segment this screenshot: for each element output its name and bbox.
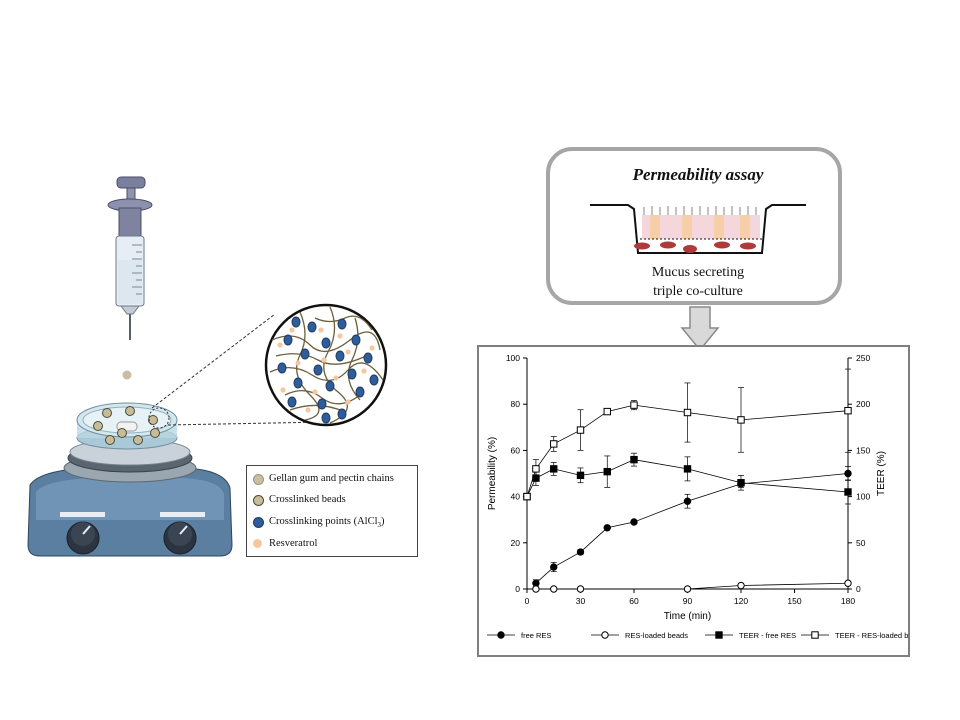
x-tick-label: 180 — [841, 596, 855, 606]
fabrication-illustration — [27, 176, 388, 557]
petri-dish-icon — [76, 402, 178, 450]
zoom-line-bottom — [167, 421, 327, 426]
data-point — [630, 401, 638, 409]
data-point — [576, 471, 585, 480]
data-point — [550, 440, 558, 448]
data-point — [630, 518, 638, 526]
y-tick-label: 100 — [506, 353, 520, 363]
data-point — [576, 548, 585, 556]
permeability-assay-panel: Permeability assay Mucus secreting tripl… — [546, 147, 842, 305]
data-point — [683, 465, 692, 473]
data-point — [532, 465, 540, 473]
data-point — [603, 524, 611, 532]
data-point — [844, 488, 852, 496]
y2-tick-label: 50 — [856, 538, 866, 548]
data-point — [576, 585, 585, 593]
series-0 — [532, 466, 852, 588]
y2-tick-label: 150 — [856, 445, 870, 455]
data-point — [683, 408, 692, 417]
x-tick-label: 30 — [576, 596, 586, 606]
down-arrow-icon — [680, 306, 720, 352]
hotplate-stirrer-icon — [27, 438, 233, 557]
y-tick-label: 40 — [511, 492, 521, 502]
data-point — [603, 467, 611, 476]
hydrogel-network-zoom — [264, 303, 388, 427]
legend-item-2: TEER - free RES — [705, 631, 796, 640]
assay-caption: Mucus secreting triple co-culture — [550, 263, 846, 301]
crosslink-swatch-icon — [253, 517, 264, 528]
series-3 — [523, 368, 852, 501]
caption-line-1: Mucus secreting — [651, 265, 745, 280]
x-tick-label: 150 — [787, 596, 801, 606]
data-point — [523, 492, 531, 501]
data-point — [576, 426, 585, 434]
y-tick-label: 0 — [515, 584, 520, 594]
data-point — [844, 579, 852, 587]
data-point — [844, 406, 852, 415]
data-point — [550, 563, 558, 571]
data-point — [603, 407, 611, 416]
chains-swatch-icon — [253, 474, 264, 485]
legend-label: TEER - free RES — [739, 631, 796, 640]
y-tick-label: 20 — [511, 538, 521, 548]
y-tick-label: 60 — [511, 445, 521, 455]
crosslink-label: Crosslinking points (AlCl — [269, 516, 378, 527]
x-tick-label: 60 — [629, 596, 639, 606]
zoom-line-top — [151, 313, 276, 409]
x-tick-label: 120 — [734, 596, 748, 606]
crosslink-subscript: 3 — [377, 521, 382, 530]
y-tick-label: 80 — [511, 399, 521, 409]
resveratrol-swatch-icon — [253, 539, 262, 548]
y-axis-label: Permeability (%) — [487, 437, 498, 510]
assay-title: Permeability assay — [632, 165, 764, 184]
data-point — [550, 585, 558, 593]
x-tick-label: 0 — [525, 596, 530, 606]
x-axis-label: Time (min) — [664, 611, 711, 622]
legend-label: TEER - RES-loaded beads — [835, 631, 908, 640]
data-point — [844, 469, 852, 478]
data-point — [737, 416, 745, 424]
droplet-icon — [122, 370, 132, 380]
syringe-icon — [107, 176, 153, 340]
illustration-legend: Gellan gum and pectin chains Crosslinked… — [246, 465, 418, 557]
data-point — [683, 497, 692, 505]
data-point — [550, 465, 558, 473]
legend-item-3: TEER - RES-loaded beads — [801, 631, 925, 640]
x-tick-label: 90 — [683, 596, 693, 606]
legend-marker — [715, 631, 723, 639]
legend-label: free RES — [521, 631, 551, 640]
legend-item-0: free RES — [487, 631, 551, 640]
y2-tick-label: 200 — [856, 399, 870, 409]
transwell-icon — [590, 204, 806, 254]
series-line — [535, 473, 849, 584]
legend-marker — [601, 631, 609, 639]
data-point — [630, 455, 638, 464]
legend-label: RES-loaded beads — [625, 631, 688, 640]
data-point — [683, 585, 692, 593]
legend-item-1: RES-loaded beads — [591, 631, 688, 640]
legend-marker — [811, 631, 819, 639]
data-point — [532, 585, 540, 593]
caption-line-2: triple co-culture — [653, 284, 743, 299]
legend-marker — [497, 631, 505, 639]
crosslink-label-tail: ) — [381, 516, 385, 527]
y2-tick-label: 100 — [856, 492, 870, 502]
y2-axis-label: TEER (%) — [876, 451, 887, 496]
series-1 — [532, 579, 852, 593]
y2-tick-label: 250 — [856, 353, 870, 363]
bead-swatch-icon — [253, 495, 264, 506]
data-point — [737, 581, 745, 590]
data-point — [737, 479, 745, 487]
y2-tick-label: 0 — [856, 584, 861, 594]
